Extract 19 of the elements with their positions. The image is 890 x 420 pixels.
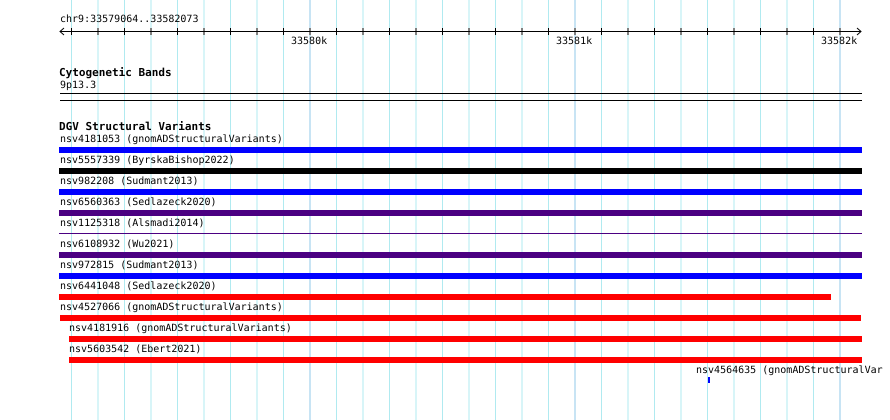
feature-label: nsv5557339 (ByrskaBishop2022) bbox=[60, 155, 235, 167]
feature-label: nsv6108932 (Wu2021) bbox=[60, 239, 174, 251]
feature-label: nsv4181916 (gnomADStructuralVariants) bbox=[69, 323, 292, 335]
feature-label: nsv6441048 (Sedlazeck2020) bbox=[60, 281, 217, 293]
feature-label: nsv4564635 (gnomADStructuralVar bbox=[696, 365, 883, 377]
feature-label: nsv4527066 (gnomADStructuralVariants) bbox=[60, 302, 283, 314]
track-title: Cytogenetic Bands bbox=[59, 67, 172, 79]
feature-label: nsv6560363 (Sedlazeck2020) bbox=[60, 197, 217, 209]
track-title: DGV Structural Variants bbox=[59, 121, 212, 133]
band-label: 9p13.3 bbox=[60, 80, 96, 92]
tick-label: 33582k bbox=[821, 36, 858, 48]
feature-label: nsv972815 (Sudmant2013) bbox=[60, 260, 198, 272]
feature-label: nsv982208 (Sudmant2013) bbox=[60, 176, 198, 188]
tick-label: 33581k bbox=[556, 36, 592, 48]
locus-label: chr9:33579064..33582073 bbox=[60, 14, 198, 26]
feature-label: nsv4181053 (gnomADStructuralVariants) bbox=[60, 134, 283, 146]
tick-label: 33580k bbox=[291, 36, 328, 48]
feature-label: nsv1125318 (Alsmadi2014) bbox=[60, 218, 204, 230]
feature-label: nsv5603542 (Ebert2021) bbox=[69, 344, 202, 356]
